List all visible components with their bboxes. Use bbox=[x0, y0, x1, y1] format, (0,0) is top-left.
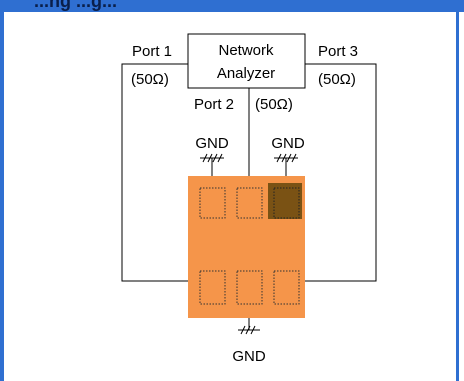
port3-label: Port 3 bbox=[318, 43, 358, 60]
network-analyzer-box bbox=[187, 33, 306, 89]
port1-label: Port 1 bbox=[132, 43, 172, 60]
content-frame bbox=[0, 12, 459, 381]
wires bbox=[121, 63, 377, 330]
port1-wire bbox=[121, 63, 188, 282]
analyzer-label-line1: Network bbox=[218, 42, 274, 59]
pad-top-middle bbox=[236, 187, 263, 219]
pad-bottom-middle bbox=[236, 270, 263, 305]
pad-top-right bbox=[273, 187, 300, 219]
pad-bottom-right bbox=[273, 270, 300, 305]
gnd-label-bottom: GND bbox=[232, 348, 266, 365]
ground-symbol-bottom bbox=[238, 325, 260, 335]
port2-label: Port 2 bbox=[194, 96, 234, 113]
port3-impedance: (50Ω) bbox=[318, 71, 356, 88]
header-title-fragment: ...ng ...g... bbox=[34, 0, 117, 11]
pad-bottom-left bbox=[199, 270, 226, 305]
chip-pads bbox=[199, 187, 300, 305]
gnd-label-right: GND bbox=[271, 135, 305, 152]
ground-symbol-left bbox=[200, 153, 224, 163]
port3-wire bbox=[305, 63, 377, 282]
analyzer-label-line2: Analyzer bbox=[217, 65, 275, 82]
ground-symbol-right bbox=[274, 153, 298, 163]
pad-top-left bbox=[199, 187, 226, 219]
port2-impedance: (50Ω) bbox=[255, 96, 293, 113]
port1-impedance: (50Ω) bbox=[131, 71, 169, 88]
highlighted-pad-top-right bbox=[268, 183, 302, 219]
gnd-label-left: GND bbox=[195, 135, 229, 152]
header-bar: ...ng ...g... bbox=[0, 0, 464, 12]
